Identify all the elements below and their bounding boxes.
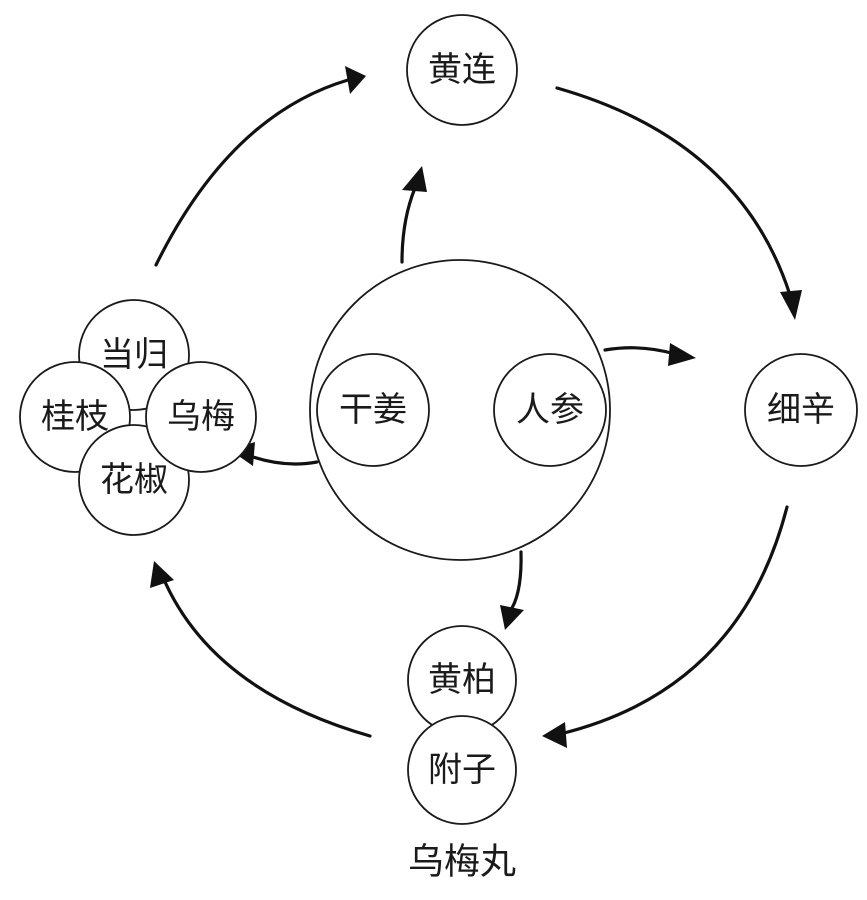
arrow-hub-to-bottom [510,550,523,610]
node-right-label: 细辛 [767,390,835,430]
arrowhead-hub-to-top [402,166,427,192]
node-right: 细辛 [744,353,858,467]
cluster-right-label: 乌梅 [167,397,235,437]
hub-node-left-circle [316,353,430,467]
hub-node-right-circle [493,353,607,467]
arrowhead-hub-to-right [668,343,696,366]
outer-cycle-arrows [150,66,802,748]
arrowhead-right-to-bottom [542,722,567,748]
arrowhead-hub-to-bottom [500,605,524,630]
node-bottom-lower-circle [407,715,517,825]
cluster-top-label: 当归 [100,335,168,375]
arrow-right-to-bottom [558,505,789,736]
cluster-bottom-label: 花椒 [100,460,168,500]
hub-node-right-label: 人参 [516,390,584,430]
node-bottom-lower-label: 附子 [428,750,496,790]
diagram-caption: 乌梅丸 [408,842,516,883]
node-top: 黄连 [406,14,518,126]
node-top-label: 黄连 [428,50,496,90]
arrow-top-to-right [555,86,792,297]
node-cluster: 当归 桂枝 花椒 乌梅 [19,299,257,536]
node-right-circle [744,353,858,467]
arrow-hub-to-top [400,186,417,264]
arrowhead-bottom-to-cluster [150,561,174,588]
node-top-circle [406,14,518,126]
node-bottom-stack: 黄柏 附子 [407,625,517,825]
arrowhead-top-to-right [780,290,802,320]
arrow-cluster-to-top [154,78,350,267]
arrow-bottom-to-cluster [160,573,372,738]
cluster-right-circle [145,361,257,473]
hub-node-left-label: 干姜 [339,390,407,430]
hub-circle [309,259,611,561]
hub: 干姜 人参 [309,259,611,561]
node-bottom-upper-label: 黄柏 [428,660,496,700]
arrow-hub-to-cluster [248,454,319,466]
arrow-hub-to-right [603,346,677,356]
arrowhead-cluster-to-top [345,66,366,94]
cluster-left-label: 桂枝 [41,397,109,437]
